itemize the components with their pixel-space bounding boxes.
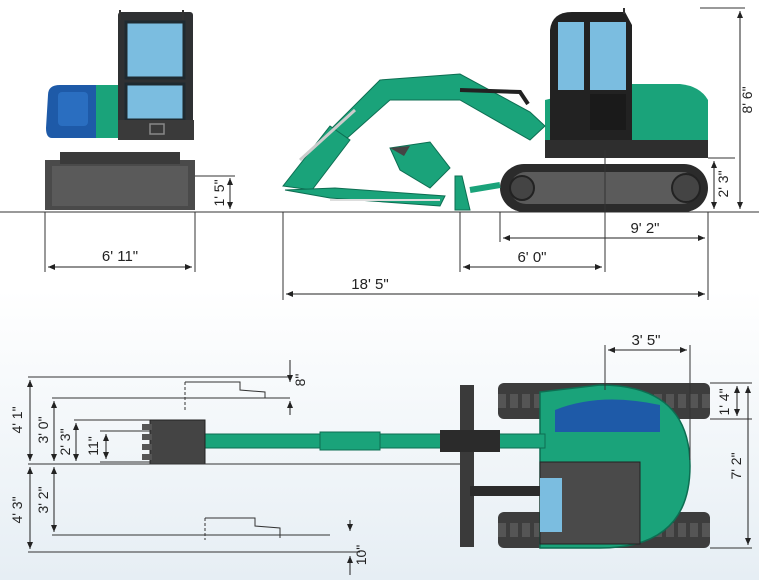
blade-offset-label: 6' 0" [517,249,546,266]
offset-bottom-label: 3' 2" [35,486,51,513]
track-height-label: 1' 5" [211,179,227,206]
offset-top-total-label: 4' 1" [9,406,25,433]
offset-top-inner-label: 2' 3" [57,428,73,455]
front-width-label: 6' 11" [102,248,138,265]
clearance-top-label: 8" [292,374,308,387]
offset-top-label: 3' 0" [35,416,51,443]
clearance-label: 2' 3" [715,170,731,197]
tail-swing-label: 3' 5" [631,332,660,349]
offset-bucket-label: 11" [85,436,101,456]
front-view-machine [45,10,195,210]
track-width-label: 1' 4" [716,388,732,415]
offset-bottom-total-label: 4' 3" [9,496,25,523]
profile-dimensions [282,7,745,300]
profile-view-machine [282,8,708,212]
overall-width-label: 7' 2" [728,452,744,479]
top-view-machine [142,381,710,549]
tail-length-label: 9' 2" [630,220,659,237]
overall-height-label: 8' 6" [739,86,755,113]
top-dimensions [27,345,752,575]
overall-length-label: 18' 5" [351,276,388,293]
clearance-bottom-label: 10" [353,545,369,566]
front-dimensions [44,175,235,272]
